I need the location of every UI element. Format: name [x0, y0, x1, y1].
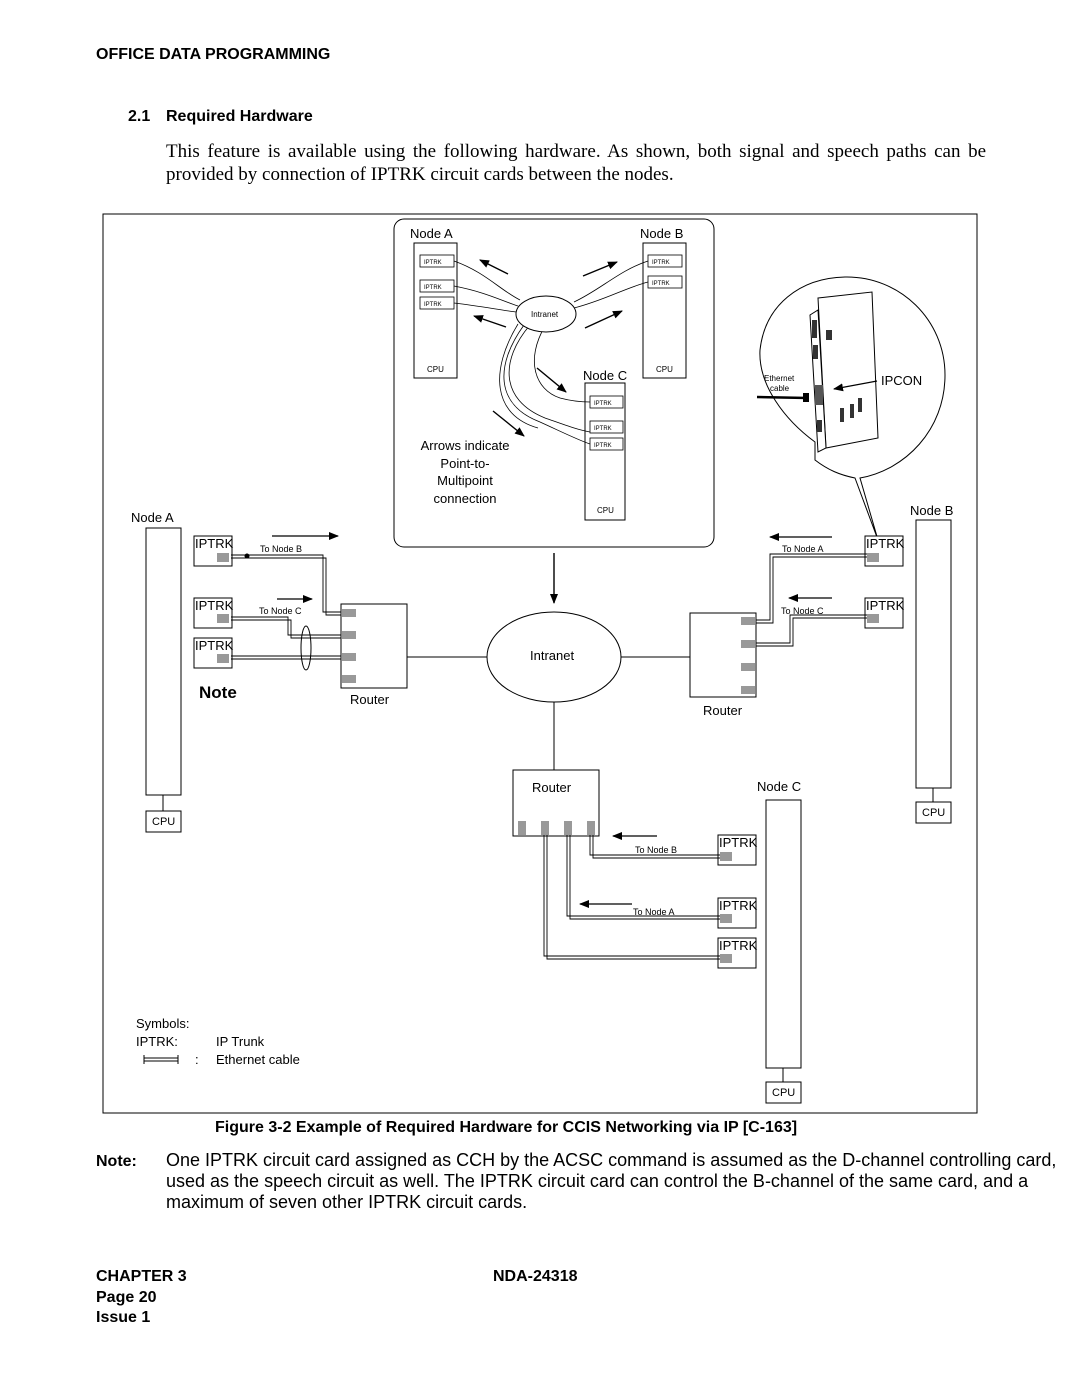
ipcon-circuit-board — [817, 291, 879, 449]
to-node-c-label: To Node C — [259, 606, 302, 616]
router-right-label: Router — [703, 703, 743, 718]
router-left — [340, 603, 408, 689]
legend-ethernet-cable-symbol — [143, 1055, 179, 1064]
inset-iptrk-label: IPTRK — [652, 260, 670, 266]
to-node-b-label: To Node B — [260, 544, 302, 554]
router-bottom-label: Router — [532, 780, 572, 795]
inset-iptrk-label: IPTRK — [594, 426, 612, 432]
inset-iptrk-label: IPTRK — [424, 260, 442, 266]
note-marker: Note — [199, 683, 237, 702]
inset-node-c-label: Node C — [583, 368, 627, 383]
inset-arrows-note-line4: connection — [434, 491, 497, 506]
node-b-ethernet-cables — [756, 553, 867, 647]
intranet-label: Intranet — [530, 648, 574, 663]
intranet-cloud — [486, 611, 622, 703]
node-a-label: Node A — [131, 510, 174, 525]
legend-cable-separator: : — [195, 1052, 199, 1067]
inset-iptrk-label: IPTRK — [594, 443, 612, 449]
node-a-cabinet — [145, 527, 182, 796]
node-a-iptrk-2-label: IPTRK — [195, 598, 234, 613]
inset-arrows-note-line1: Arrows indicate — [421, 438, 510, 453]
inset-cpu-label: CPU — [597, 506, 614, 515]
node-c-label: Node C — [757, 779, 801, 794]
inset-iptrk-label: IPTRK — [594, 401, 612, 407]
inset-box — [393, 218, 715, 548]
ipcon-ethernet-label-line2: cable — [770, 384, 790, 393]
footer-chapter: CHAPTER 3 — [96, 1268, 187, 1285]
ipcon-pointer-arrow — [833, 380, 878, 392]
node-b-iptrk-2-label: IPTRK — [866, 598, 905, 613]
node-c-cpu-label: CPU — [772, 1087, 795, 1099]
inset-cable-bundle — [453, 260, 649, 445]
inset-iptrk-label: IPTRK — [424, 302, 442, 308]
figure-caption: Figure 3-2 Example of Required Hardware … — [215, 1119, 798, 1136]
to-node-a-label: To Node A — [782, 544, 824, 554]
ipcon-ethernet-cable — [756, 395, 809, 400]
footer-doc-number: NDA-24318 — [493, 1268, 578, 1285]
inset-intranet-label: Intranet — [531, 310, 559, 319]
inset-iptrk-label: IPTRK — [424, 285, 442, 291]
ipcon-label: IPCON — [881, 373, 922, 388]
node-b-cpu — [915, 801, 952, 824]
legend-title: Symbols: — [136, 1016, 189, 1031]
ipcon-ethernet-label-line1: Ethernet — [764, 374, 795, 383]
cable-bundle-loop — [300, 625, 312, 671]
node-b-cpu-label: CPU — [922, 807, 945, 819]
node-c-iptrk-1-label: IPTRK — [719, 835, 758, 850]
node-c-cabinet — [765, 799, 802, 1069]
node-b-iptrk-1-label: IPTRK — [866, 536, 905, 551]
inset-node-a-label: Node A — [410, 226, 453, 241]
section-title: Required Hardware — [166, 108, 313, 125]
node-c-iptrk-2-label: IPTRK — [719, 898, 758, 913]
figure-frame — [102, 213, 978, 1114]
footer-issue: Issue 1 — [96, 1309, 151, 1326]
to-node-a-label-bottom: To Node A — [633, 907, 675, 917]
inset-cpu-label: CPU — [427, 365, 444, 374]
node-b-cabinet — [915, 519, 952, 789]
to-node-b-label-bottom: To Node B — [635, 845, 677, 855]
node-b-label: Node B — [910, 503, 953, 518]
node-a-cpu-label: CPU — [152, 816, 175, 828]
node-c-iptrk-3-label: IPTRK — [719, 938, 758, 953]
running-header: OFFICE DATA PROGRAMMING — [96, 46, 331, 63]
node-c-cpu — [765, 1081, 802, 1104]
inset-arrows-note-line2: Point-to- — [440, 456, 489, 471]
note-text: One IPTRK circuit card assigned as CCH b… — [166, 1150, 1057, 1212]
node-c-ethernet-cables — [543, 835, 720, 960]
ipcon-magnifier — [759, 276, 946, 541]
inset-arrows-note-line3: Multipoint — [437, 473, 493, 488]
intro-paragraph: This feature is available using the foll… — [166, 141, 986, 185]
router-left-label: Router — [350, 692, 390, 707]
note-label: Note: — [96, 1153, 137, 1170]
legend-iptrk-value: IP Trunk — [216, 1034, 265, 1049]
node-a-cpu — [145, 810, 182, 833]
router-bottom — [512, 769, 600, 837]
inset-iptrk-card — [589, 420, 624, 434]
legend-cable-value: Ethernet cable — [216, 1052, 300, 1067]
inset-arrows — [473, 259, 623, 437]
router-right — [689, 612, 757, 698]
to-node-c-label-right: To Node C — [781, 606, 824, 616]
node-a-ethernet-cables — [231, 554, 342, 660]
section-number: 2.1 — [128, 108, 151, 125]
inset-node-b-label: Node B — [640, 226, 683, 241]
footer-page: Page 20 — [96, 1289, 157, 1306]
inset-cpu-label: CPU — [656, 365, 673, 374]
inset-intranet-cloud — [515, 295, 577, 333]
node-a-iptrk-3-label: IPTRK — [195, 638, 234, 653]
inset-iptrk-label: IPTRK — [652, 281, 670, 287]
legend-iptrk-key: IPTRK: — [136, 1034, 178, 1049]
node-a-iptrk-1-label: IPTRK — [195, 536, 234, 551]
